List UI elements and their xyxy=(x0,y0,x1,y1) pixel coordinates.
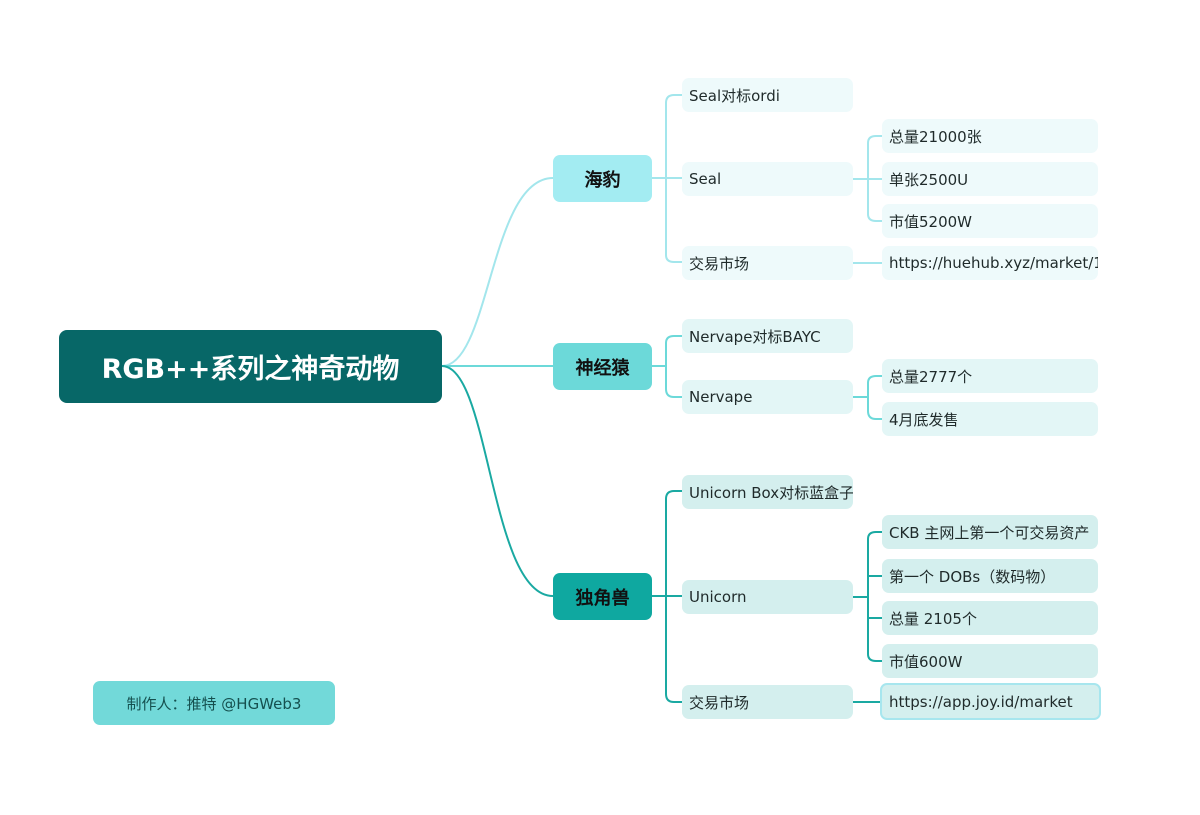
topic-unicorn-marketcap[interactable]: 市值600W xyxy=(882,644,1098,678)
branch-nervape[interactable]: 神经猿 xyxy=(553,343,652,390)
branch-seal[interactable]: 海豹 xyxy=(553,155,652,202)
topic-unicorn-market[interactable]: 交易市场 xyxy=(682,685,853,719)
topic-seal-market[interactable]: 交易市场 xyxy=(682,246,853,280)
topic-seal-market-url[interactable]: https://huehub.xyz/market/1 xyxy=(882,246,1098,280)
topic-nervape-supply[interactable]: 总量2777个 xyxy=(882,359,1098,393)
link-root-unicorn xyxy=(441,365,554,597)
topic-nervape-benchmark[interactable]: Nervape对标BAYC xyxy=(682,319,853,353)
branch-unicorn[interactable]: 独角兽 xyxy=(553,573,652,620)
topic-unicorn[interactable]: Unicorn xyxy=(682,580,853,614)
root-topic[interactable]: RGB++系列之神奇动物 xyxy=(59,330,442,403)
topic-unicorn-supply[interactable]: 总量 2105个 xyxy=(882,601,1098,635)
topic-unicorn-first-dobs[interactable]: 第一个 DOBs（数码物） xyxy=(882,559,1098,593)
topic-unicorn-first-asset[interactable]: CKB 主网上第一个可交易资产 xyxy=(882,515,1098,549)
topic-seal-marketcap[interactable]: 市值5200W xyxy=(882,204,1098,238)
topic-unicorn-market-url[interactable]: https://app.joy.id/market xyxy=(880,683,1101,720)
topic-unicorn-benchmark[interactable]: Unicorn Box对标蓝盒子 xyxy=(682,475,853,509)
topic-nervape-sale[interactable]: 4月底发售 xyxy=(882,402,1098,436)
topic-seal-supply[interactable]: 总量21000张 xyxy=(882,119,1098,153)
topic-seal[interactable]: Seal xyxy=(682,162,853,196)
topic-seal-benchmark[interactable]: Seal对标ordi xyxy=(682,78,853,112)
topic-nervape[interactable]: Nervape xyxy=(682,380,853,414)
credit-box: 制作人：推特 @HGWeb3 xyxy=(93,681,335,725)
topic-seal-price[interactable]: 单张2500U xyxy=(882,162,1098,196)
link-root-seal xyxy=(441,177,554,367)
